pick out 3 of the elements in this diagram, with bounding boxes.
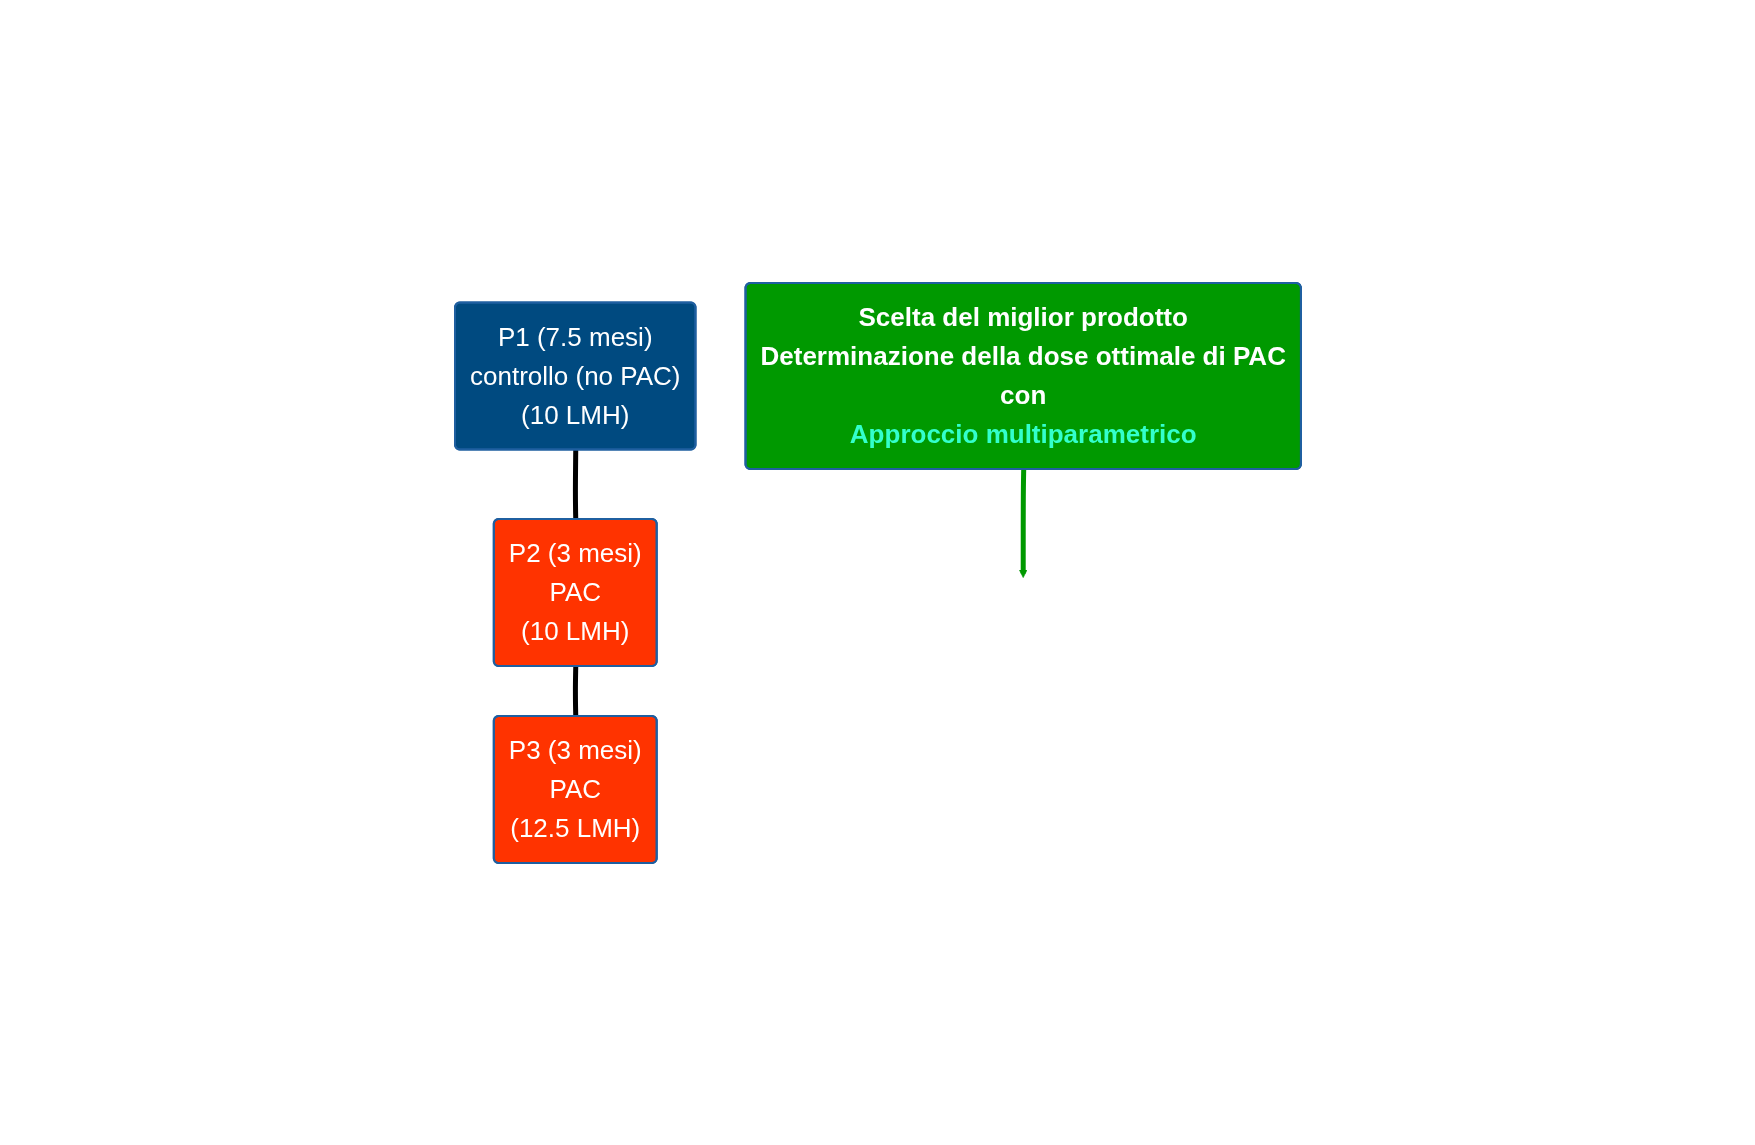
connector xyxy=(572,449,578,520)
arrow xyxy=(1018,468,1028,578)
connector xyxy=(572,665,578,717)
